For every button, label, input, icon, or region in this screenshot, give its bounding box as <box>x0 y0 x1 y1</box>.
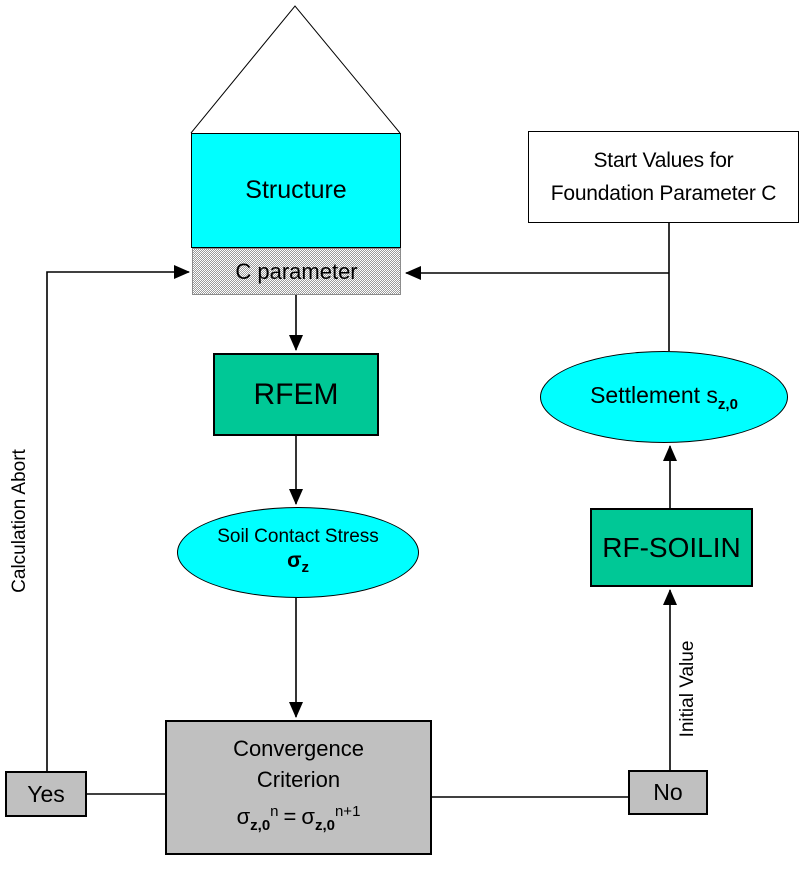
convergence-formula: σz,0n=σz,0n+1 <box>236 802 361 834</box>
edge-label-calculation-abort: Calculation Abort <box>9 449 30 593</box>
start-values-line2: Foundation Parameter C <box>550 182 777 205</box>
convergence-line2: Criterion <box>256 766 341 792</box>
node-soil-contact-stress: Soil Contact Stress σz <box>177 507 419 598</box>
roof-triangle <box>190 5 401 134</box>
soil-stress-symbol: σz <box>287 549 309 576</box>
node-convergence-criterion: Convergence Criterion σz,0n=σz,0n+1 <box>165 720 432 855</box>
soil-stress-label: Soil Contact Stress <box>217 526 379 547</box>
convergence-line1: Convergence <box>233 735 364 761</box>
start-values-line1: Start Values for <box>593 149 734 172</box>
edge-label-initial-value: Initial Value <box>677 640 698 738</box>
rfem-label: RFEM <box>253 377 339 411</box>
node-settlement: Settlement sz,0 <box>540 351 788 443</box>
yes-label: Yes <box>27 780 65 807</box>
node-rfem: RFEM <box>213 353 379 436</box>
no-label: No <box>653 779 683 805</box>
c-parameter-label: C parameter <box>235 258 358 284</box>
node-structure: Structure <box>191 133 401 248</box>
settlement-label: Settlement sz,0 <box>590 381 738 413</box>
edge-yes-to-cparam-feedback <box>46 265 190 771</box>
structure-label: Structure <box>245 176 347 204</box>
rf-soilin-label: RF-SOILIN <box>602 531 741 563</box>
node-c-parameter: C parameter <box>192 248 401 295</box>
node-start-values: Start Values for Foundation Parameter C <box>528 131 799 223</box>
node-rf-soilin: RF-SOILIN <box>590 508 753 587</box>
node-yes: Yes <box>5 771 87 817</box>
node-no: No <box>628 770 708 815</box>
